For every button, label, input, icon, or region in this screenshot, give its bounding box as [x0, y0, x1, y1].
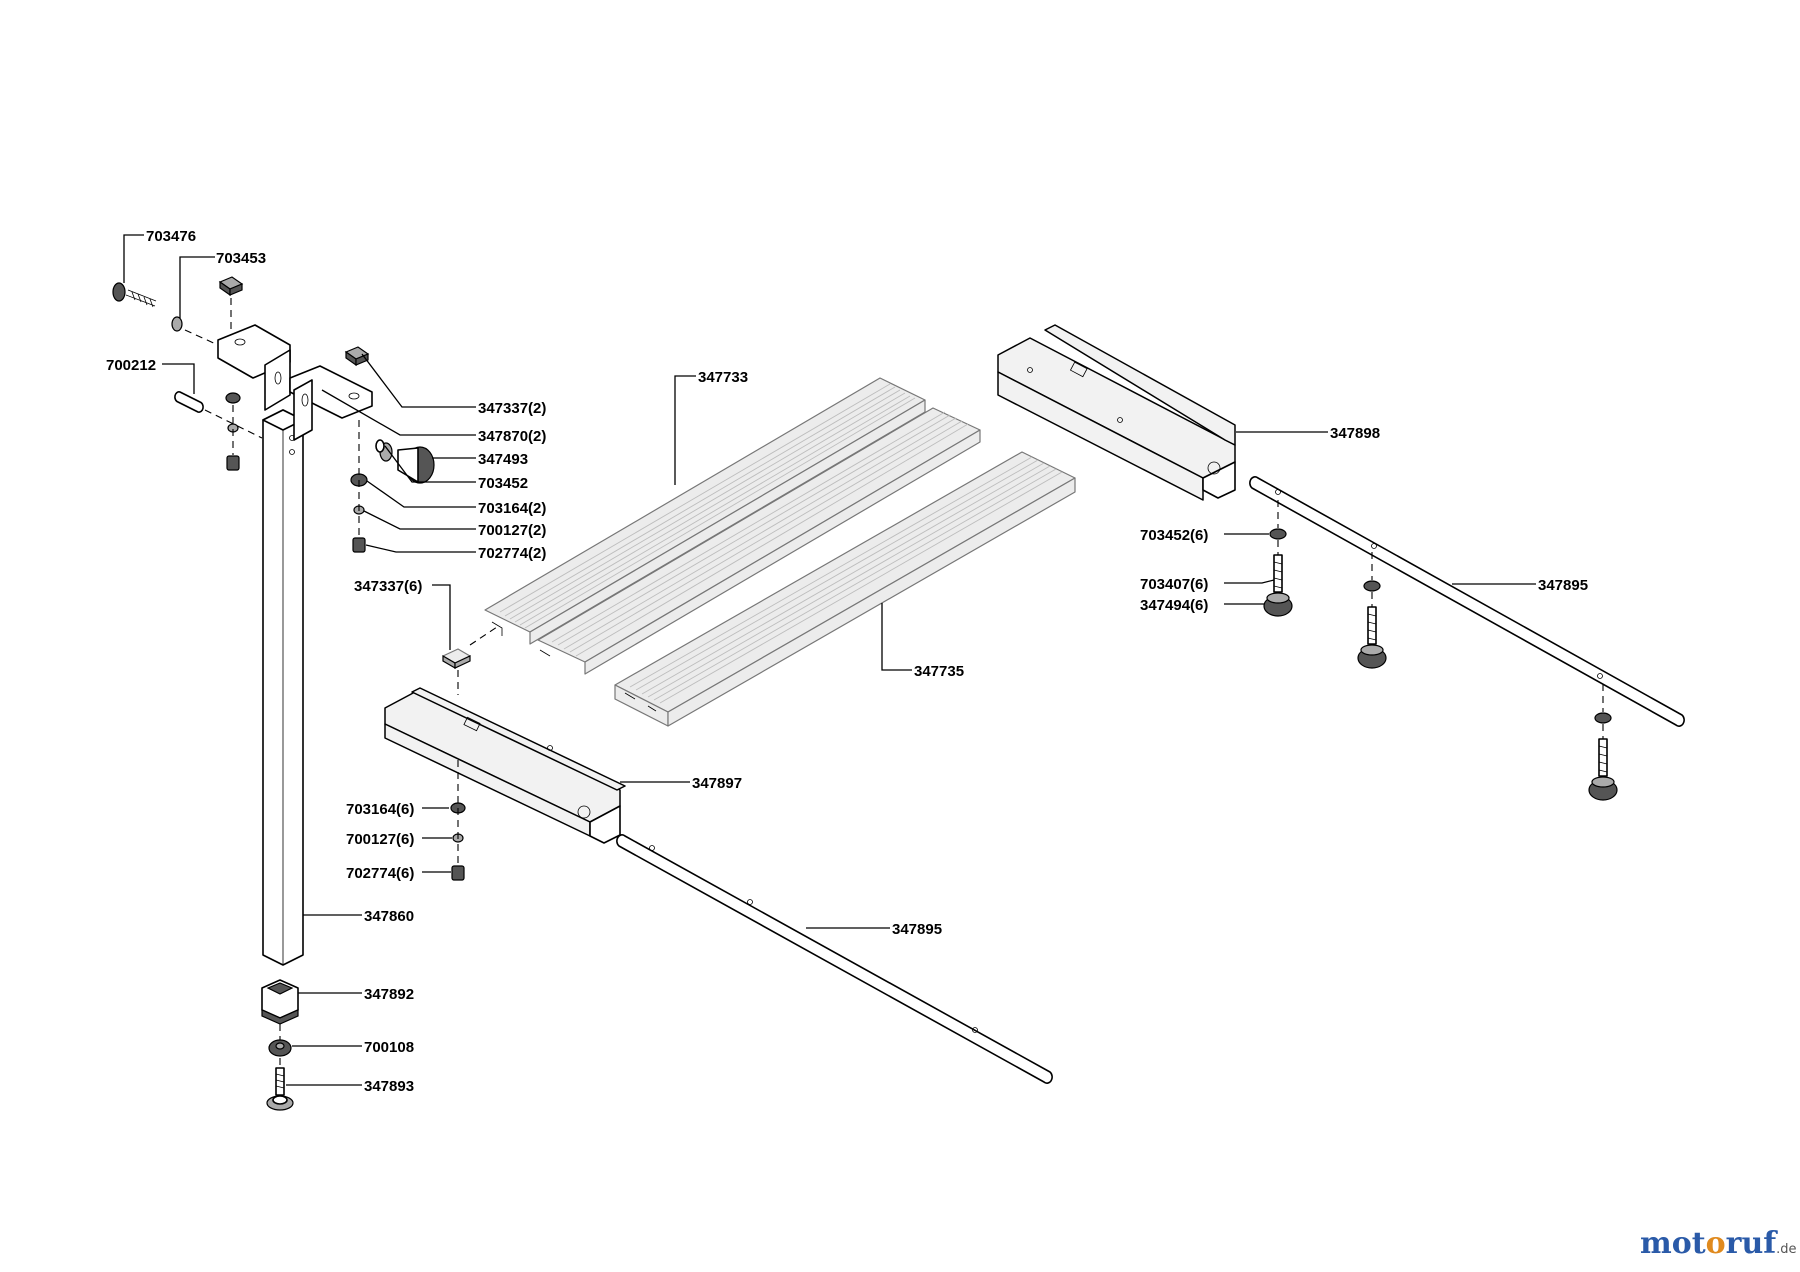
label-347893: 347893	[364, 1078, 414, 1095]
label-347892: 347892	[364, 986, 414, 1003]
cap-bolt	[226, 455, 240, 471]
brand-tld: .de	[1776, 1242, 1797, 1257]
cap-bolt	[451, 865, 465, 881]
rear-rod	[1249, 476, 1685, 727]
label-703407-6: 703407(6)	[1140, 576, 1208, 593]
leg-bracket-right	[289, 365, 373, 441]
hex-nut	[268, 1039, 292, 1057]
brand-watermark: motoruf.de	[1640, 1226, 1797, 1261]
label-702774-2: 702774(2)	[478, 545, 546, 562]
label-347494-6: 347494(6)	[1140, 597, 1208, 614]
washer	[171, 316, 183, 332]
label-703476: 703476	[146, 228, 196, 245]
adjuster-knob-3	[1588, 684, 1618, 801]
label-700108: 700108	[364, 1039, 414, 1056]
washer	[225, 392, 241, 404]
label-347493: 347493	[478, 451, 528, 468]
label-347733: 347733	[698, 369, 748, 386]
part-labels: 703476 703453 700212 347337(2) 347870(2)…	[106, 228, 1588, 1095]
label-347897: 347897	[692, 775, 742, 792]
foot-insert	[261, 979, 299, 1025]
label-347337-2: 347337(2)	[478, 400, 546, 417]
label-703164-2: 703164(2)	[478, 500, 546, 517]
brand-part-1: mot	[1640, 1226, 1706, 1261]
adjuster-knob-2	[1357, 552, 1387, 669]
label-347337-6: 347337(6)	[354, 578, 422, 595]
cap-bolt	[352, 537, 366, 553]
pin	[174, 391, 263, 439]
label-347895-front: 347895	[892, 921, 942, 938]
leg-tube	[262, 409, 304, 966]
leveling-foot	[266, 1067, 294, 1111]
brand-part-3: ruf	[1725, 1226, 1777, 1261]
adjuster-knob-1	[1263, 500, 1293, 617]
label-703453: 703453	[216, 250, 266, 267]
label-700127-6: 700127(6)	[346, 831, 414, 848]
label-347735: 347735	[914, 663, 964, 680]
front-extrusion	[384, 687, 626, 844]
front-rod	[616, 834, 1053, 1084]
brand-part-2: o	[1705, 1226, 1726, 1261]
label-700127-2: 700127(2)	[478, 522, 546, 539]
clamp-knob	[379, 442, 435, 484]
rear-extrusion	[997, 324, 1236, 501]
leader-lines	[123, 234, 1536, 1086]
leg-bracket-left	[217, 324, 291, 411]
washer	[375, 439, 385, 453]
label-703452-6: 703452(6)	[1140, 527, 1208, 544]
label-702774-6: 702774(6)	[346, 865, 414, 882]
square-nut	[442, 648, 471, 670]
square-nut	[218, 276, 244, 297]
label-347870-2: 347870(2)	[478, 428, 546, 445]
leg-assembly	[112, 276, 435, 1111]
label-347898: 347898	[1330, 425, 1380, 442]
label-347860: 347860	[364, 908, 414, 925]
label-703164-6: 703164(6)	[346, 801, 414, 818]
label-703452: 703452	[478, 475, 528, 492]
table-plate-rear	[484, 377, 981, 675]
table-plate-front	[614, 451, 1076, 727]
hex-screw	[112, 282, 157, 308]
square-nut	[344, 346, 370, 367]
label-700212: 700212	[106, 357, 156, 374]
label-347895-rear: 347895	[1538, 577, 1588, 594]
